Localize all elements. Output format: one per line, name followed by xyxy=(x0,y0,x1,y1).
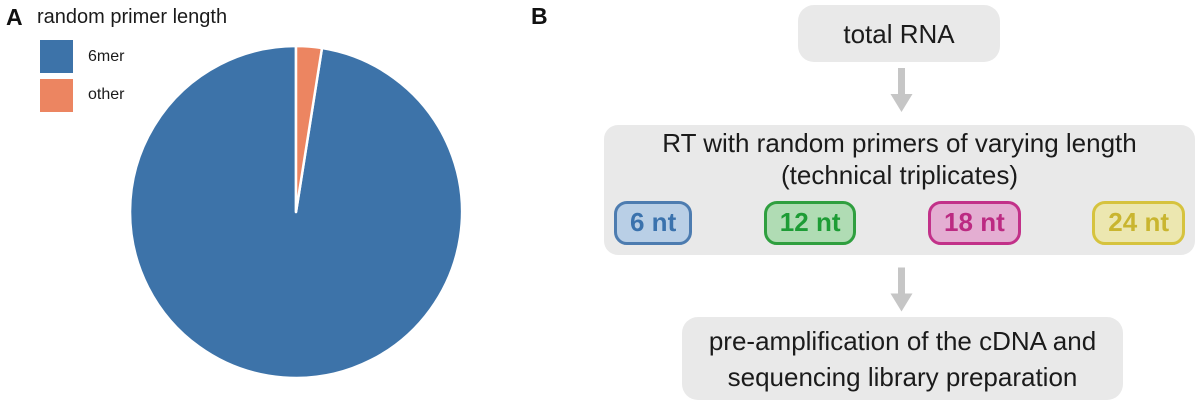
legend-label-other: other xyxy=(88,86,125,103)
legend-item-6mer: 6mer xyxy=(40,40,124,73)
pie-slice-other xyxy=(294,44,324,214)
down-arrow-icon xyxy=(890,267,913,312)
badge-6nt: 6 nt xyxy=(614,201,693,245)
flow-box-rt: RT with random primers of varying length… xyxy=(604,125,1195,255)
panel-a-label: A xyxy=(6,4,23,30)
legend-swatch-6mer xyxy=(40,40,73,73)
badge-24nt: 24 nt xyxy=(1092,201,1185,245)
legend-swatch-other xyxy=(40,78,73,112)
pie-legend: 6mer other xyxy=(40,40,124,112)
legend-label-6mer: 6mer xyxy=(88,47,125,65)
flow-box-rt-line1: RT with random primers of varying length xyxy=(662,128,1137,158)
flow-box-preamp-line2: sequencing library preparation xyxy=(727,361,1078,392)
flow-box-rt-line2: (technical triplicates) xyxy=(781,160,1018,190)
legend-item-other: other xyxy=(40,78,124,112)
flow-box-preamp-line1: pre-amplification of the cDNA and xyxy=(708,325,1097,356)
flow-box-total-rna-text: total RNA xyxy=(843,18,955,49)
flow-box-preamp: pre-amplification of the cDNA and sequen… xyxy=(682,317,1123,400)
down-arrow-icon xyxy=(890,68,913,112)
panel-b-label: B xyxy=(531,3,548,29)
pie-chart xyxy=(128,44,464,380)
flow-box-total-rna: total RNA xyxy=(798,5,1000,62)
primer-badge-row: 6 nt 12 nt 18 nt 24 nt xyxy=(604,201,1195,245)
badge-12nt: 12 nt xyxy=(763,201,857,245)
pie-chart-title: random primer length xyxy=(37,6,228,28)
badge-18nt: 18 nt xyxy=(928,201,1021,245)
